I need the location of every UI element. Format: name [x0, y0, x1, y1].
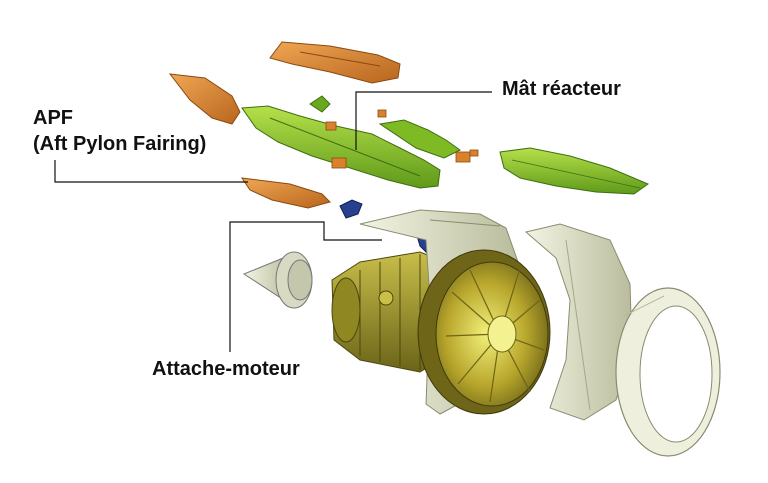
attache-moteur-label: Attache-moteur [152, 358, 300, 380]
nacelle-cowl [524, 223, 633, 421]
apf-label: APF (Aft Pylon Fairing) [33, 105, 206, 157]
leader-line-apf [54, 160, 248, 183]
apf-fairing-part [168, 73, 241, 125]
leader-line-mat [355, 91, 492, 150]
lower-fairing-part [240, 177, 331, 209]
leader-lines [54, 91, 492, 352]
fan-assembly [417, 249, 551, 415]
upper-fairing-panel [269, 41, 401, 84]
leader-line-attache [229, 221, 382, 352]
apf-label-line1: APF [33, 107, 73, 129]
right-pylon-fairing [499, 147, 650, 195]
inlet-ring [615, 287, 721, 457]
mat-reacteur-label: Mât réacteur [502, 78, 621, 100]
apf-label-line2: (Aft Pylon Fairing) [33, 133, 207, 155]
exhaust-cone [242, 251, 313, 309]
engine-pylon [241, 95, 479, 189]
